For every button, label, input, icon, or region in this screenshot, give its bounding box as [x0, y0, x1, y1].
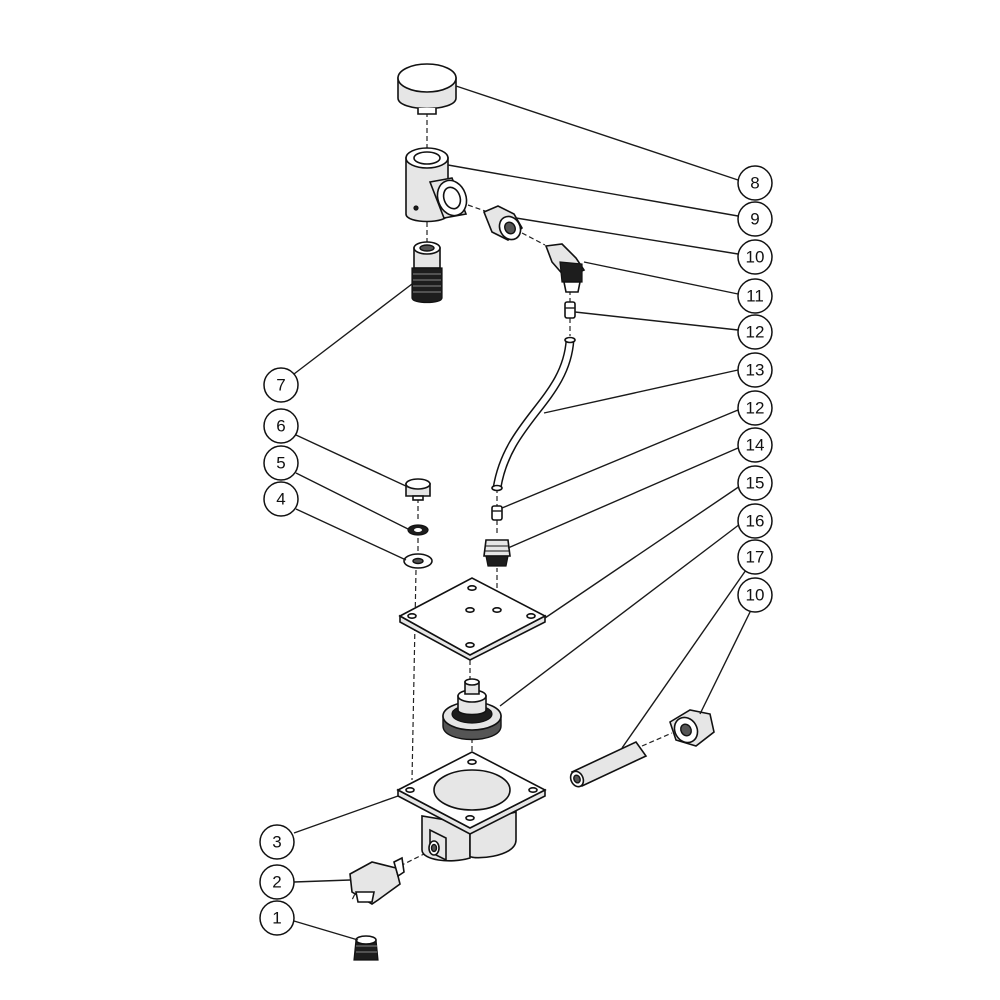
- callout-17: 17: [737, 539, 773, 575]
- callout-label: 7: [276, 376, 285, 395]
- part-10-hex-nut-lower: [669, 709, 715, 747]
- callout-label: 1: [272, 909, 281, 928]
- part-3-body: [396, 751, 547, 862]
- part-13-tube: [491, 336, 576, 492]
- callout-13: 13: [737, 352, 773, 388]
- callout-11: 11: [737, 278, 773, 314]
- callout-label: 11: [746, 287, 764, 306]
- callout-label: 17: [746, 548, 765, 567]
- callout-15: 15: [737, 465, 773, 501]
- part-7-nipple: [411, 241, 443, 304]
- part-8-cap: [397, 63, 457, 115]
- part-1-plug: [353, 935, 379, 961]
- callout-label: 6: [276, 417, 285, 436]
- part-6-bolt: [405, 478, 431, 501]
- callout-label: 15: [746, 474, 765, 493]
- callout-label: 2: [272, 873, 281, 892]
- callout-9: 9: [737, 201, 773, 237]
- callout-10-upper: 10: [737, 239, 773, 275]
- callout-label: 14: [746, 436, 765, 455]
- callout-10-lower: 10: [737, 577, 773, 613]
- callout-label: 12: [746, 399, 765, 418]
- part-12-ferrule-lower: [491, 505, 503, 521]
- callout-12-upper: 12: [737, 314, 773, 350]
- callout-label: 8: [750, 174, 759, 193]
- part-5-lock-washer: [407, 524, 429, 536]
- part-2-elbow: [349, 856, 405, 905]
- callout-7: 7: [263, 367, 299, 403]
- part-4-flat-washer: [403, 553, 433, 569]
- callout-6: 6: [263, 408, 299, 444]
- callout-8: 8: [737, 165, 773, 201]
- callout-16: 16: [737, 503, 773, 539]
- callout-label: 5: [276, 454, 285, 473]
- callout-label: 10: [746, 586, 765, 605]
- callout-label: 9: [750, 210, 759, 229]
- callout-label: 13: [746, 361, 765, 380]
- part-17-sleeve: [569, 740, 648, 788]
- callout-label: 4: [276, 490, 285, 509]
- callout-2: 2: [259, 864, 295, 900]
- callout-5: 5: [263, 445, 299, 481]
- part-14-connector: [483, 539, 511, 567]
- callout-1: 1: [259, 900, 295, 936]
- part-11-elbow: [544, 243, 586, 293]
- callout-label: 16: [746, 512, 765, 531]
- callout-label: 12: [746, 323, 765, 342]
- leader-lines: [293, 85, 753, 941]
- callout-12-lower: 12: [737, 390, 773, 426]
- callout-3: 3: [259, 824, 295, 860]
- callout-label: 10: [746, 248, 765, 267]
- part-12-ferrule-upper: [564, 301, 576, 319]
- part-16-diaphragm: [442, 678, 502, 741]
- part-10-hex-nut-upper: [482, 205, 524, 241]
- part-9-tee: [405, 147, 468, 223]
- callout-label: 3: [272, 833, 281, 852]
- callout-14: 14: [737, 427, 773, 463]
- part-15-plate: [398, 577, 547, 661]
- callout-4: 4: [263, 481, 299, 517]
